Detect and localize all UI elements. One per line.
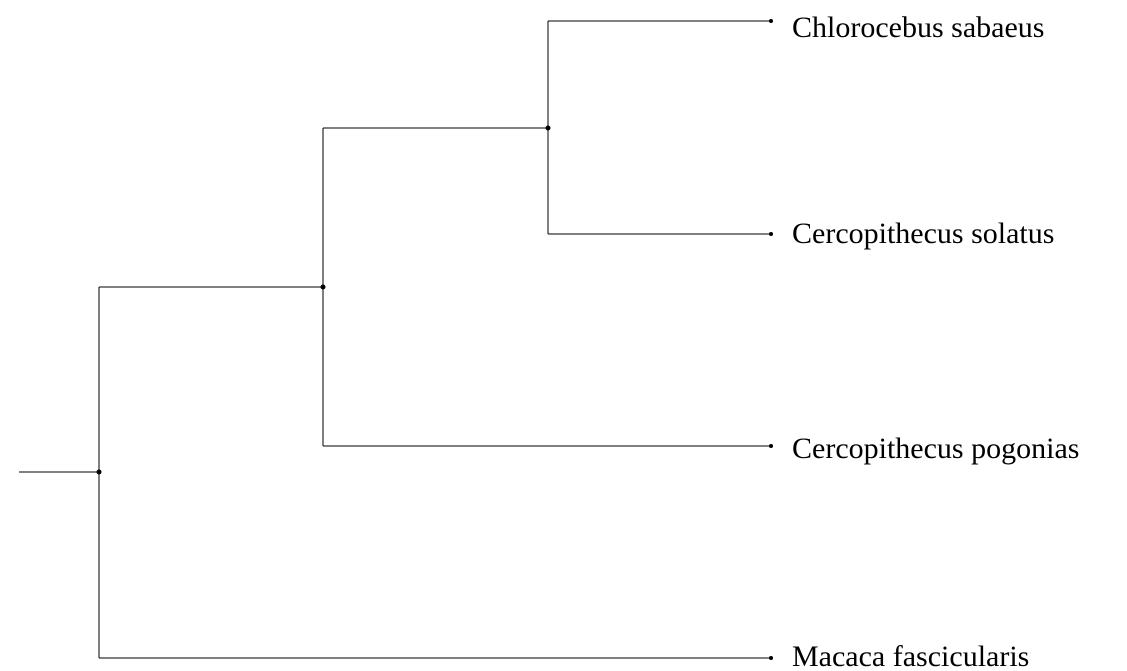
- inner-node-dot: [320, 284, 326, 290]
- top-node-dot: [545, 125, 551, 131]
- leaf-label-cercopithecus-pogonias: Cercopithecus pogonias: [792, 432, 1079, 465]
- leaf-label-macaca-fascicularis: Macaca fascicularis: [792, 640, 1029, 671]
- tip-dot-cercopithecus-solatus: [769, 232, 773, 236]
- tip-dot-macaca-fascicularis: [769, 656, 773, 660]
- leaf-label-cercopithecus-solatus: Cercopithecus solatus: [792, 217, 1054, 250]
- tip-dot-cercopithecus-pogonias: [769, 444, 773, 448]
- leaf-label-chlorocebus-sabaeus: Chlorocebus sabaeus: [792, 11, 1044, 44]
- root-node-dot: [96, 469, 102, 475]
- tip-dot-chlorocebus-sabaeus: [769, 19, 773, 23]
